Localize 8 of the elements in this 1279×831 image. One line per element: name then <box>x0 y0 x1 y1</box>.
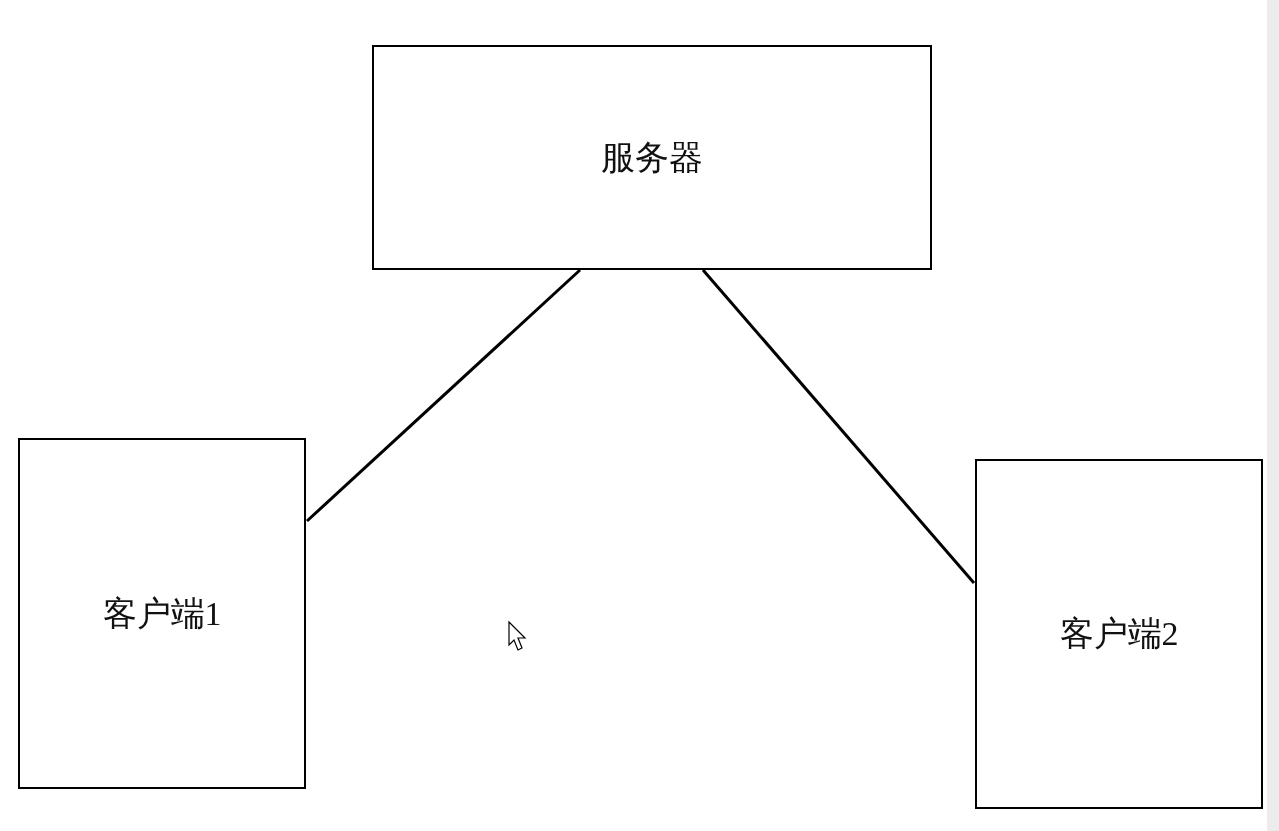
client-box <box>975 459 1263 809</box>
box-label: 客户端2 <box>1059 614 1179 654</box>
box-label: 客户端1 <box>102 593 222 634</box>
connector-line <box>306 268 581 523</box>
server-box <box>372 45 932 270</box>
box-label: 服务器 <box>601 137 703 178</box>
connector-line <box>701 269 976 584</box>
client-box <box>18 438 306 789</box>
